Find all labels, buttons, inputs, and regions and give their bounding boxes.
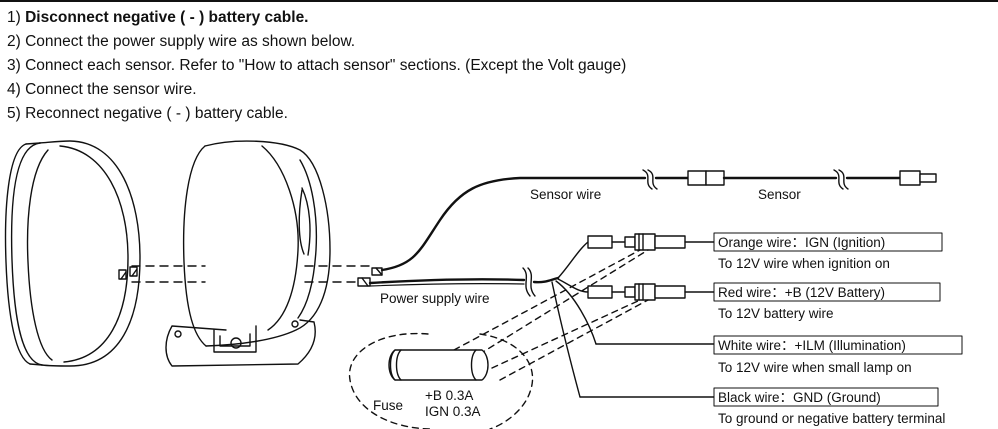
gauge-bezel: [4, 140, 141, 367]
black-wire-name: Black wire：GND (Ground): [718, 390, 881, 405]
step-1: 1) Disconnect negative ( - ) battery cab…: [7, 9, 309, 27]
sensor-end-plug-icon: [899, 170, 921, 186]
gauge-cup: [165, 140, 331, 367]
fuse-icon: [388, 349, 489, 381]
power-supply-wire: [368, 241, 597, 398]
fuse-rating-ign: IGN 0.3A: [425, 404, 481, 419]
red-wire-desc: To 12V battery wire: [718, 306, 834, 321]
step-3-number: 3): [7, 57, 21, 74]
step-5-number: 5): [7, 105, 21, 122]
step-5: 5) Reconnect negative ( - ) battery cabl…: [7, 105, 288, 123]
top-rule: [0, 0, 998, 2]
step-5-text: Reconnect negative ( - ) battery cable.: [25, 105, 288, 122]
orange-wire-fuse-holder: [587, 233, 715, 251]
step-2-number: 2): [7, 33, 21, 50]
sensor-connector-icon: [371, 267, 383, 276]
sensor-wire-label: Sensor wire: [530, 187, 601, 202]
step-1-text: Disconnect negative ( - ) battery cable.: [25, 9, 309, 26]
step-3-text: Connect each sensor. Refer to "How to at…: [25, 57, 627, 74]
bulb-socket-icon: [118, 269, 127, 280]
red-wire-name: Red wire：+B (12V Battery): [718, 285, 885, 300]
power-supply-wire-label: Power supply wire: [380, 291, 490, 306]
sensor-label: Sensor: [758, 187, 801, 202]
wire-label-white: White wire：+ILM (Illumination) To 12V wi…: [713, 335, 963, 375]
white-wire-name: White wire：+ILM (Illumination): [718, 338, 906, 353]
fuse-rating-b: +B 0.3A: [425, 388, 473, 403]
fuse-leader-lines: [348, 249, 649, 429]
step-4: 4) Connect the sensor wire.: [7, 81, 197, 99]
sensor-plug-icon: [687, 170, 707, 186]
orange-wire-desc: To 12V wire when ignition on: [718, 256, 890, 271]
sensor-wire: [380, 169, 937, 272]
step-1-number: 1): [7, 9, 21, 26]
step-4-text: Connect the sensor wire.: [25, 81, 197, 98]
instruction-steps: 1) Disconnect negative ( - ) battery cab…: [0, 0, 998, 132]
wire-label-black: Black wire：GND (Ground) To ground or neg…: [713, 387, 945, 426]
wire-label-orange: Orange wire：IGN (Ignition) To 12V wire w…: [713, 232, 943, 271]
orange-wire-name: Orange wire：IGN (Ignition): [718, 235, 885, 250]
step-4-number: 4): [7, 81, 21, 98]
step-2-text: Connect the power supply wire as shown b…: [25, 33, 356, 50]
fuse-label: Fuse: [373, 398, 403, 413]
wire-label-red: Red wire：+B (12V Battery) To 12V battery…: [713, 282, 941, 321]
assembly-guide-lines: [131, 265, 373, 283]
power-connector-icon: [357, 277, 371, 287]
black-wire-desc: To ground or negative battery terminal: [718, 411, 945, 426]
step-2: 2) Connect the power supply wire as show…: [7, 33, 355, 51]
step-3: 3) Connect each sensor. Refer to "How to…: [7, 57, 626, 75]
white-wire-desc: To 12V wire when small lamp on: [718, 360, 912, 375]
red-wire-fuse-holder: [587, 283, 715, 301]
